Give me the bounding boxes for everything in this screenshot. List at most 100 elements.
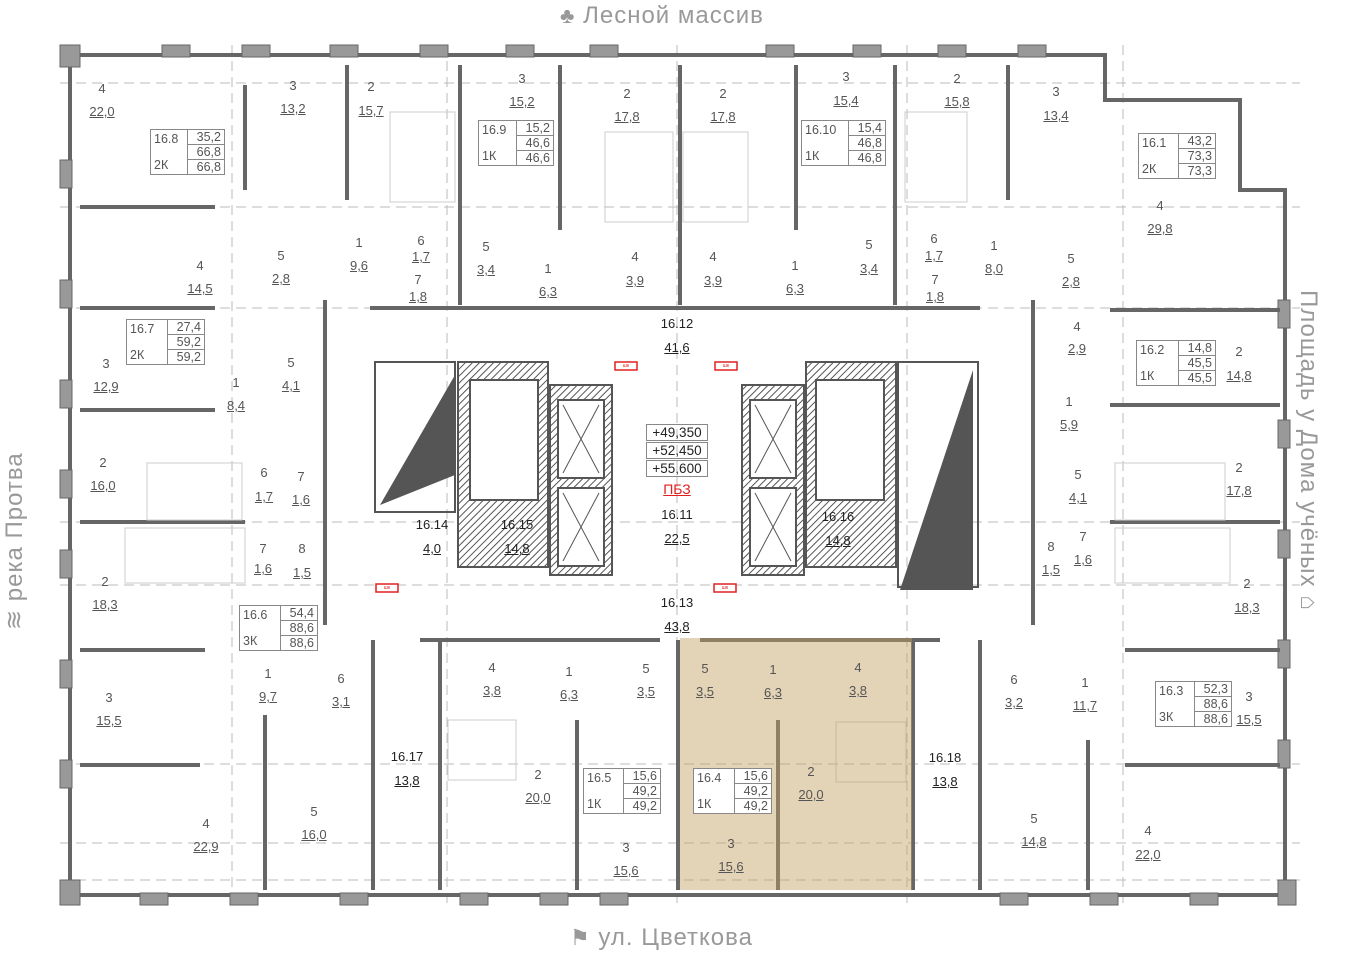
living-area: 15,6 xyxy=(735,769,771,784)
room-number: 1 xyxy=(565,664,573,679)
room-area: 1,7 xyxy=(411,249,431,264)
room-area: 3,8 xyxy=(482,683,502,698)
room-number: 1 xyxy=(355,235,363,250)
total-area: 49,2 xyxy=(735,784,771,799)
room-area: 2,8 xyxy=(271,271,291,286)
apartment-number: 16.1 xyxy=(1142,136,1167,150)
highlighted-apartment-16-4[interactable] xyxy=(680,638,912,890)
room-area: 17,8 xyxy=(710,109,736,124)
room-area: 2,9 xyxy=(1067,341,1087,356)
common-area-size: 4,0 xyxy=(422,541,442,556)
room-number: 5 xyxy=(482,239,490,254)
living-area: 35,2 xyxy=(188,130,224,145)
room-number: 7 xyxy=(414,272,422,287)
room-number: 3 xyxy=(518,71,526,86)
room-number: 2 xyxy=(534,767,542,782)
room-area: 6,3 xyxy=(763,685,783,700)
room-number: 3 xyxy=(727,836,735,851)
room-number: 5 xyxy=(310,804,318,819)
north-label: Лесной массив xyxy=(583,2,764,29)
common-area-id: 16.13 xyxy=(660,595,694,610)
room-area: 8,0 xyxy=(984,261,1004,276)
total-area-with-balcony: 45,5 xyxy=(1187,371,1212,385)
room-area: 12,9 xyxy=(93,379,119,394)
room-area: 3,4 xyxy=(476,262,496,277)
apartment-number: 16.10 xyxy=(805,123,837,137)
room-number: 5 xyxy=(287,355,295,370)
total-area-with-balcony: 73,3 xyxy=(1187,164,1212,178)
room-area: 3,5 xyxy=(695,684,715,699)
room-area: 1,6 xyxy=(291,492,311,507)
elevation-mark: +55,600 xyxy=(646,460,708,477)
total-area: 66,8 xyxy=(188,145,224,160)
room-number: 1 xyxy=(1081,675,1089,690)
compass-west: ≋ река Протва xyxy=(0,452,29,630)
total-area-with-balcony: 88,6 xyxy=(289,636,314,650)
room-number: 7 xyxy=(931,272,939,287)
room-number: 4 xyxy=(854,660,862,675)
room-area: 4,1 xyxy=(281,378,301,393)
room-number: 2 xyxy=(953,71,961,86)
room-number: 6 xyxy=(337,671,345,686)
room-area: 9,6 xyxy=(349,258,369,273)
room-area: 1,6 xyxy=(1073,552,1093,567)
room-number: 5 xyxy=(1067,251,1075,266)
apartment-type: 1К xyxy=(805,149,820,163)
room-area: 3,9 xyxy=(625,273,645,288)
room-area: 9,7 xyxy=(258,689,278,704)
room-area: 3,1 xyxy=(331,694,351,709)
room-area: 18,3 xyxy=(1234,600,1260,615)
common-area-size: 22,5 xyxy=(664,531,690,546)
room-area: 29,8 xyxy=(1147,221,1173,236)
room-number: 2 xyxy=(367,79,375,94)
common-area-id: 16.16 xyxy=(821,509,855,524)
room-area: 14,8 xyxy=(1021,834,1047,849)
room-area: 15,2 xyxy=(509,94,535,109)
common-area-size: 14,8 xyxy=(504,541,530,556)
room-area: 2,8 xyxy=(1061,274,1081,289)
total-area: 73,3 xyxy=(1179,149,1215,164)
living-area: 15,6 xyxy=(624,769,660,784)
room-number: 2 xyxy=(99,455,107,470)
total-area: 46,6 xyxy=(517,136,553,151)
apartment-number: 16.9 xyxy=(482,123,507,137)
room-number: 3 xyxy=(1245,689,1253,704)
room-number: 2 xyxy=(623,86,631,101)
room-area: 22,0 xyxy=(1135,847,1161,862)
room-number: 8 xyxy=(298,541,306,556)
room-area: 1,6 xyxy=(253,561,273,576)
room-number: 7 xyxy=(1079,529,1087,544)
apartment-type: 2К xyxy=(154,158,169,172)
apartment-type: 3К xyxy=(243,634,258,648)
room-number: 4 xyxy=(488,660,496,675)
common-area-size: 41,6 xyxy=(664,340,690,355)
east-label: Площадь у Дома учёных xyxy=(1295,290,1322,588)
river-icon: ≋ xyxy=(1,608,28,630)
common-area-size: 14,8 xyxy=(825,533,851,548)
apartment-type: 1К xyxy=(482,149,497,163)
living-area: 52,3 xyxy=(1195,682,1231,697)
apartment-id-type: 16.9 1К xyxy=(479,121,517,165)
room-area: 20,0 xyxy=(798,787,824,802)
common-area-id: 16.14 xyxy=(415,517,449,532)
total-area-with-balcony: 46,6 xyxy=(525,151,550,165)
room-area: 14,5 xyxy=(187,281,213,296)
apartment-type: 1К xyxy=(587,797,602,811)
apartment-type: 1К xyxy=(1140,369,1155,383)
